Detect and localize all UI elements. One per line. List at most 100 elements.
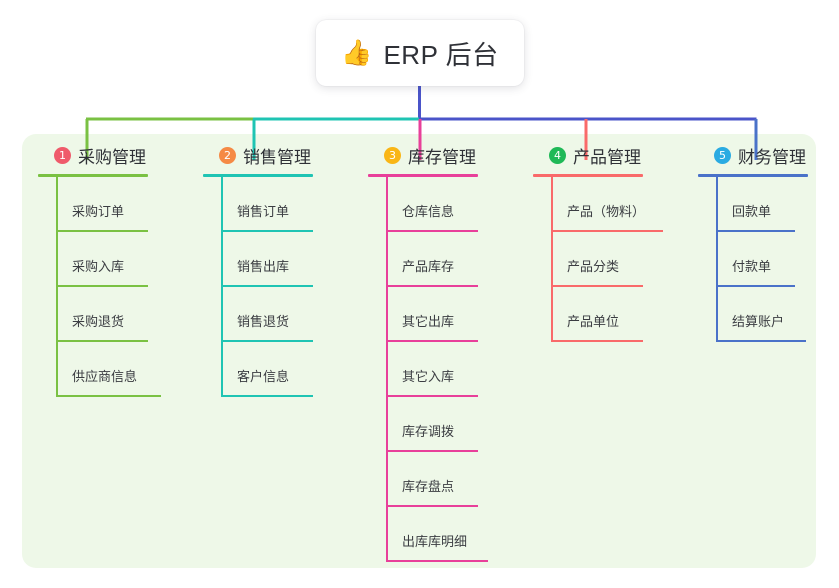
leaf-item-label: 采购订单 bbox=[72, 204, 125, 219]
leaf-item-label: 付款单 bbox=[732, 259, 772, 274]
leaf-item-underline bbox=[386, 450, 478, 452]
column-trunk-line bbox=[386, 177, 388, 562]
leaf-item-label: 产品单位 bbox=[567, 314, 620, 329]
leaf-item[interactable]: 产品（物料） bbox=[533, 177, 663, 232]
leaf-item-label: 销售出库 bbox=[237, 259, 290, 274]
leaf-item-label: 产品分类 bbox=[567, 259, 620, 274]
leaf-item[interactable]: 其它出库 bbox=[368, 287, 478, 342]
column-header[interactable]: 2 销售管理 bbox=[203, 142, 313, 168]
leaf-item[interactable]: 其它入库 bbox=[368, 342, 478, 397]
leaf-item-label: 结算账户 bbox=[732, 314, 785, 329]
column-trunk-line bbox=[716, 177, 718, 342]
root-node[interactable]: 👍 ERP 后台 bbox=[316, 20, 524, 86]
leaf-item-label: 产品库存 bbox=[402, 259, 455, 274]
column-header[interactable]: 4 产品管理 bbox=[533, 142, 643, 168]
leaf-item[interactable]: 客户信息 bbox=[203, 342, 313, 397]
root-node-content: 👍 ERP 后台 bbox=[341, 35, 498, 72]
leaf-item[interactable]: 结算账户 bbox=[698, 287, 808, 342]
leaf-item-underline bbox=[56, 230, 148, 232]
column-title: 产品管理 bbox=[573, 147, 641, 167]
column-title: 库存管理 bbox=[408, 147, 476, 167]
column-number-badge: 2 bbox=[219, 146, 236, 164]
leaf-item[interactable]: 回款单 bbox=[698, 177, 808, 232]
leaf-item-label: 客户信息 bbox=[237, 369, 290, 384]
column-number-badge: 4 bbox=[549, 146, 566, 164]
column-items: 回款单付款单结算账户 bbox=[698, 177, 808, 342]
leaf-item[interactable]: 付款单 bbox=[698, 232, 808, 287]
leaf-item-label: 仓库信息 bbox=[402, 204, 455, 219]
column-采购管理: 1 采购管理采购订单采购入库采购退货供应商信息 bbox=[38, 142, 161, 397]
leaf-item-label: 出库库明细 bbox=[402, 534, 468, 549]
leaf-item[interactable]: 销售出库 bbox=[203, 232, 313, 287]
leaf-item-underline bbox=[221, 340, 313, 342]
column-header[interactable]: 5 财务管理 bbox=[698, 142, 808, 168]
leaf-item[interactable]: 产品库存 bbox=[368, 232, 478, 287]
leaf-item-label: 回款单 bbox=[732, 204, 772, 219]
leaf-item-underline bbox=[386, 230, 478, 232]
column-number-badge: 5 bbox=[714, 146, 731, 164]
column-trunk-line bbox=[221, 177, 223, 397]
column-title: 采购管理 bbox=[78, 147, 146, 167]
leaf-item-underline bbox=[56, 395, 161, 397]
thumbs-up-icon: 👍 bbox=[341, 38, 373, 67]
leaf-item-underline bbox=[386, 505, 478, 507]
leaf-item[interactable]: 销售退货 bbox=[203, 287, 313, 342]
column-underline bbox=[698, 174, 808, 177]
leaf-item[interactable]: 采购订单 bbox=[38, 177, 148, 232]
column-underline bbox=[533, 174, 643, 177]
column-title: 销售管理 bbox=[243, 147, 311, 167]
leaf-item[interactable]: 采购退货 bbox=[38, 287, 148, 342]
column-number-badge: 1 bbox=[54, 146, 71, 164]
leaf-item[interactable]: 销售订单 bbox=[203, 177, 313, 232]
leaf-item-underline bbox=[221, 230, 313, 232]
leaf-item-label: 库存盘点 bbox=[402, 479, 455, 494]
leaf-item-underline bbox=[716, 230, 795, 232]
column-trunk-line bbox=[56, 177, 58, 397]
leaf-item-label: 产品（物料） bbox=[567, 204, 646, 219]
column-underline bbox=[38, 174, 148, 177]
leaf-item-label: 其它出库 bbox=[402, 314, 455, 329]
leaf-item-underline bbox=[716, 285, 795, 287]
leaf-item-underline bbox=[221, 285, 313, 287]
column-header[interactable]: 3 库存管理 bbox=[368, 142, 478, 168]
diagram-panel bbox=[22, 134, 816, 568]
leaf-item[interactable]: 仓库信息 bbox=[368, 177, 478, 232]
leaf-item[interactable]: 产品单位 bbox=[533, 287, 643, 342]
leaf-item-label: 采购退货 bbox=[72, 314, 125, 329]
leaf-item-underline bbox=[221, 395, 313, 397]
column-trunk-line bbox=[551, 177, 553, 342]
column-header[interactable]: 1 采购管理 bbox=[38, 142, 148, 168]
leaf-item[interactable]: 出库库明细 bbox=[368, 507, 488, 562]
leaf-item-label: 其它入库 bbox=[402, 369, 455, 384]
column-财务管理: 5 财务管理回款单付款单结算账户 bbox=[698, 142, 808, 342]
leaf-item[interactable]: 库存调拨 bbox=[368, 397, 478, 452]
leaf-item-underline bbox=[551, 340, 643, 342]
leaf-item-underline bbox=[551, 230, 663, 232]
column-销售管理: 2 销售管理销售订单销售出库销售退货客户信息 bbox=[203, 142, 313, 397]
leaf-item-underline bbox=[56, 340, 148, 342]
root-title: ERP 后台 bbox=[383, 39, 499, 70]
column-产品管理: 4 产品管理产品（物料） 产品分类产品单位 bbox=[533, 142, 663, 342]
column-underline bbox=[203, 174, 313, 177]
column-items: 采购订单采购入库采购退货供应商信息 bbox=[38, 177, 161, 397]
column-items: 仓库信息产品库存其它出库其它入库库存调拨库存盘点出库库明细 bbox=[368, 177, 488, 562]
column-number-badge: 3 bbox=[384, 146, 401, 164]
leaf-item-label: 供应商信息 bbox=[72, 369, 138, 384]
leaf-item-underline bbox=[716, 340, 806, 342]
leaf-item-label: 库存调拨 bbox=[402, 424, 455, 439]
leaf-item-label: 销售退货 bbox=[237, 314, 290, 329]
leaf-item-label: 销售订单 bbox=[237, 204, 290, 219]
column-库存管理: 3 库存管理仓库信息产品库存其它出库其它入库库存调拨库存盘点出库库明细 bbox=[368, 142, 488, 562]
column-items: 销售订单销售出库销售退货客户信息 bbox=[203, 177, 313, 397]
leaf-item-underline bbox=[386, 560, 488, 562]
column-title: 财务管理 bbox=[738, 147, 806, 167]
column-underline bbox=[368, 174, 478, 177]
column-items: 产品（物料） 产品分类产品单位 bbox=[533, 177, 663, 342]
leaf-item[interactable]: 供应商信息 bbox=[38, 342, 161, 397]
leaf-item-underline bbox=[386, 285, 478, 287]
leaf-item-underline bbox=[56, 285, 148, 287]
leaf-item[interactable]: 采购入库 bbox=[38, 232, 148, 287]
leaf-item[interactable]: 产品分类 bbox=[533, 232, 643, 287]
leaf-item-underline bbox=[551, 285, 643, 287]
leaf-item[interactable]: 库存盘点 bbox=[368, 452, 478, 507]
